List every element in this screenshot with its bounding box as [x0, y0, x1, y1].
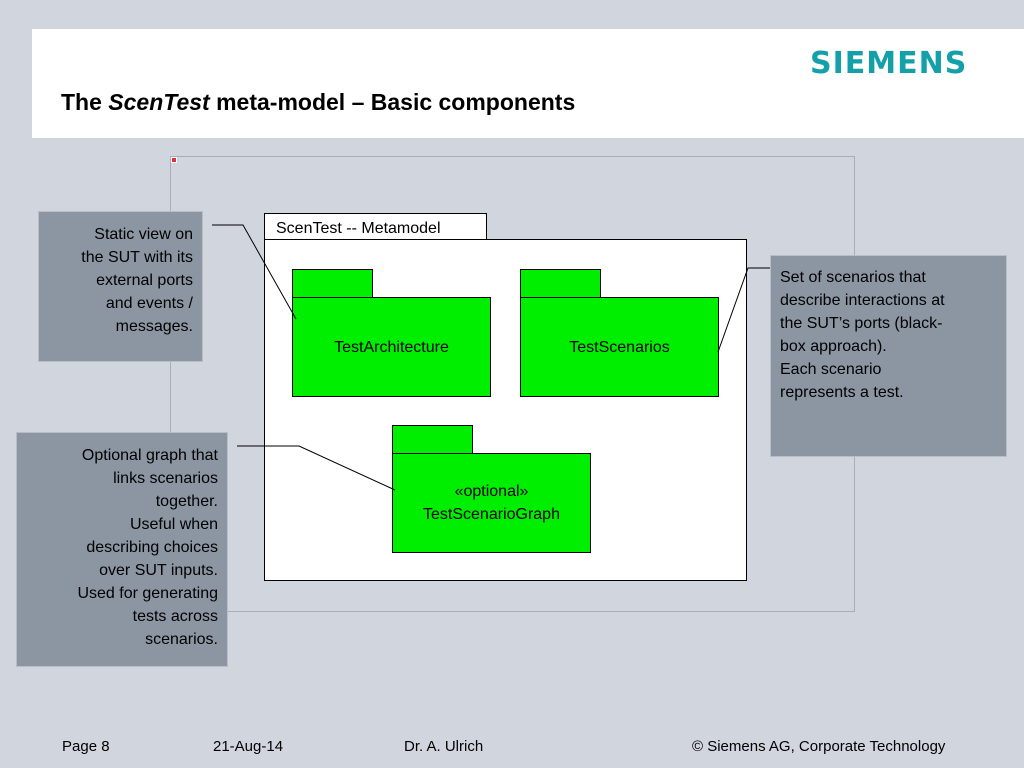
note-line: Optional graph that	[81, 447, 218, 464]
footer-author: Dr. A. Ulrich	[404, 738, 484, 755]
note-line: box approach).	[780, 338, 887, 355]
footer-date: 21-Aug-14	[213, 738, 284, 755]
note-line: the SUT’s ports (black-	[780, 315, 943, 332]
note-line: describe interactions at	[780, 292, 945, 309]
note-line: Useful when	[129, 516, 218, 533]
note-line: describing choices	[86, 539, 218, 556]
note-line: Each scenario	[780, 361, 882, 378]
test-scenarios-package: TestScenarios	[520, 297, 719, 397]
note-line: scenarios.	[145, 631, 218, 648]
note-line: over SUT inputs.	[99, 562, 218, 579]
title-prefix: The	[61, 89, 109, 115]
frame-marker	[171, 157, 177, 163]
note-line: the SUT with its	[81, 249, 193, 266]
metamodel-package-tab: ScenTest -- Metamodel	[264, 213, 487, 239]
architecture-connector	[212, 224, 297, 320]
scenarios-connector	[717, 267, 770, 353]
graph-connector	[237, 445, 396, 491]
note-line: tests across	[132, 608, 218, 625]
metamodel-package-title: ScenTest -- Metamodel	[276, 220, 441, 237]
note-line: messages.	[115, 318, 193, 335]
note-line: external ports	[96, 272, 193, 289]
test-architecture-package: TestArchitecture	[292, 297, 491, 397]
test-scenarios-label: TestScenarios	[569, 338, 670, 356]
scenarios-note: Set of scenarios that describe interacti…	[770, 255, 1007, 457]
siemens-logo: SIEMENS	[810, 46, 968, 81]
note-line: represents a test.	[780, 384, 904, 401]
note-line: links scenarios	[113, 470, 218, 487]
note-line: Set of scenarios that	[780, 269, 926, 286]
header-bar	[32, 29, 1024, 138]
note-line: Static view on	[94, 226, 193, 243]
note-line: and events /	[105, 295, 193, 312]
graph-note: Optional graph that links scenarios toge…	[16, 432, 228, 667]
slide-title: The ScenTest meta-model – Basic componen…	[61, 89, 575, 116]
footer-copyright: © Siemens AG, Corporate Technology	[692, 738, 946, 755]
title-italic: ScenTest	[108, 89, 210, 115]
optional-stereotype-label: «optional»	[454, 483, 529, 500]
test-architecture-label: TestArchitecture	[334, 338, 449, 356]
note-line: together.	[155, 493, 218, 510]
architecture-note: Static view on the SUT with its external…	[38, 211, 203, 362]
title-suffix: meta-model – Basic components	[209, 89, 576, 115]
test-scenario-graph-package: «optional» TestScenarioGraph	[392, 453, 591, 553]
test-scenario-graph-label: TestScenarioGraph	[423, 506, 560, 523]
note-line: Used for generating	[77, 585, 218, 602]
footer-page: Page 8	[62, 738, 110, 755]
